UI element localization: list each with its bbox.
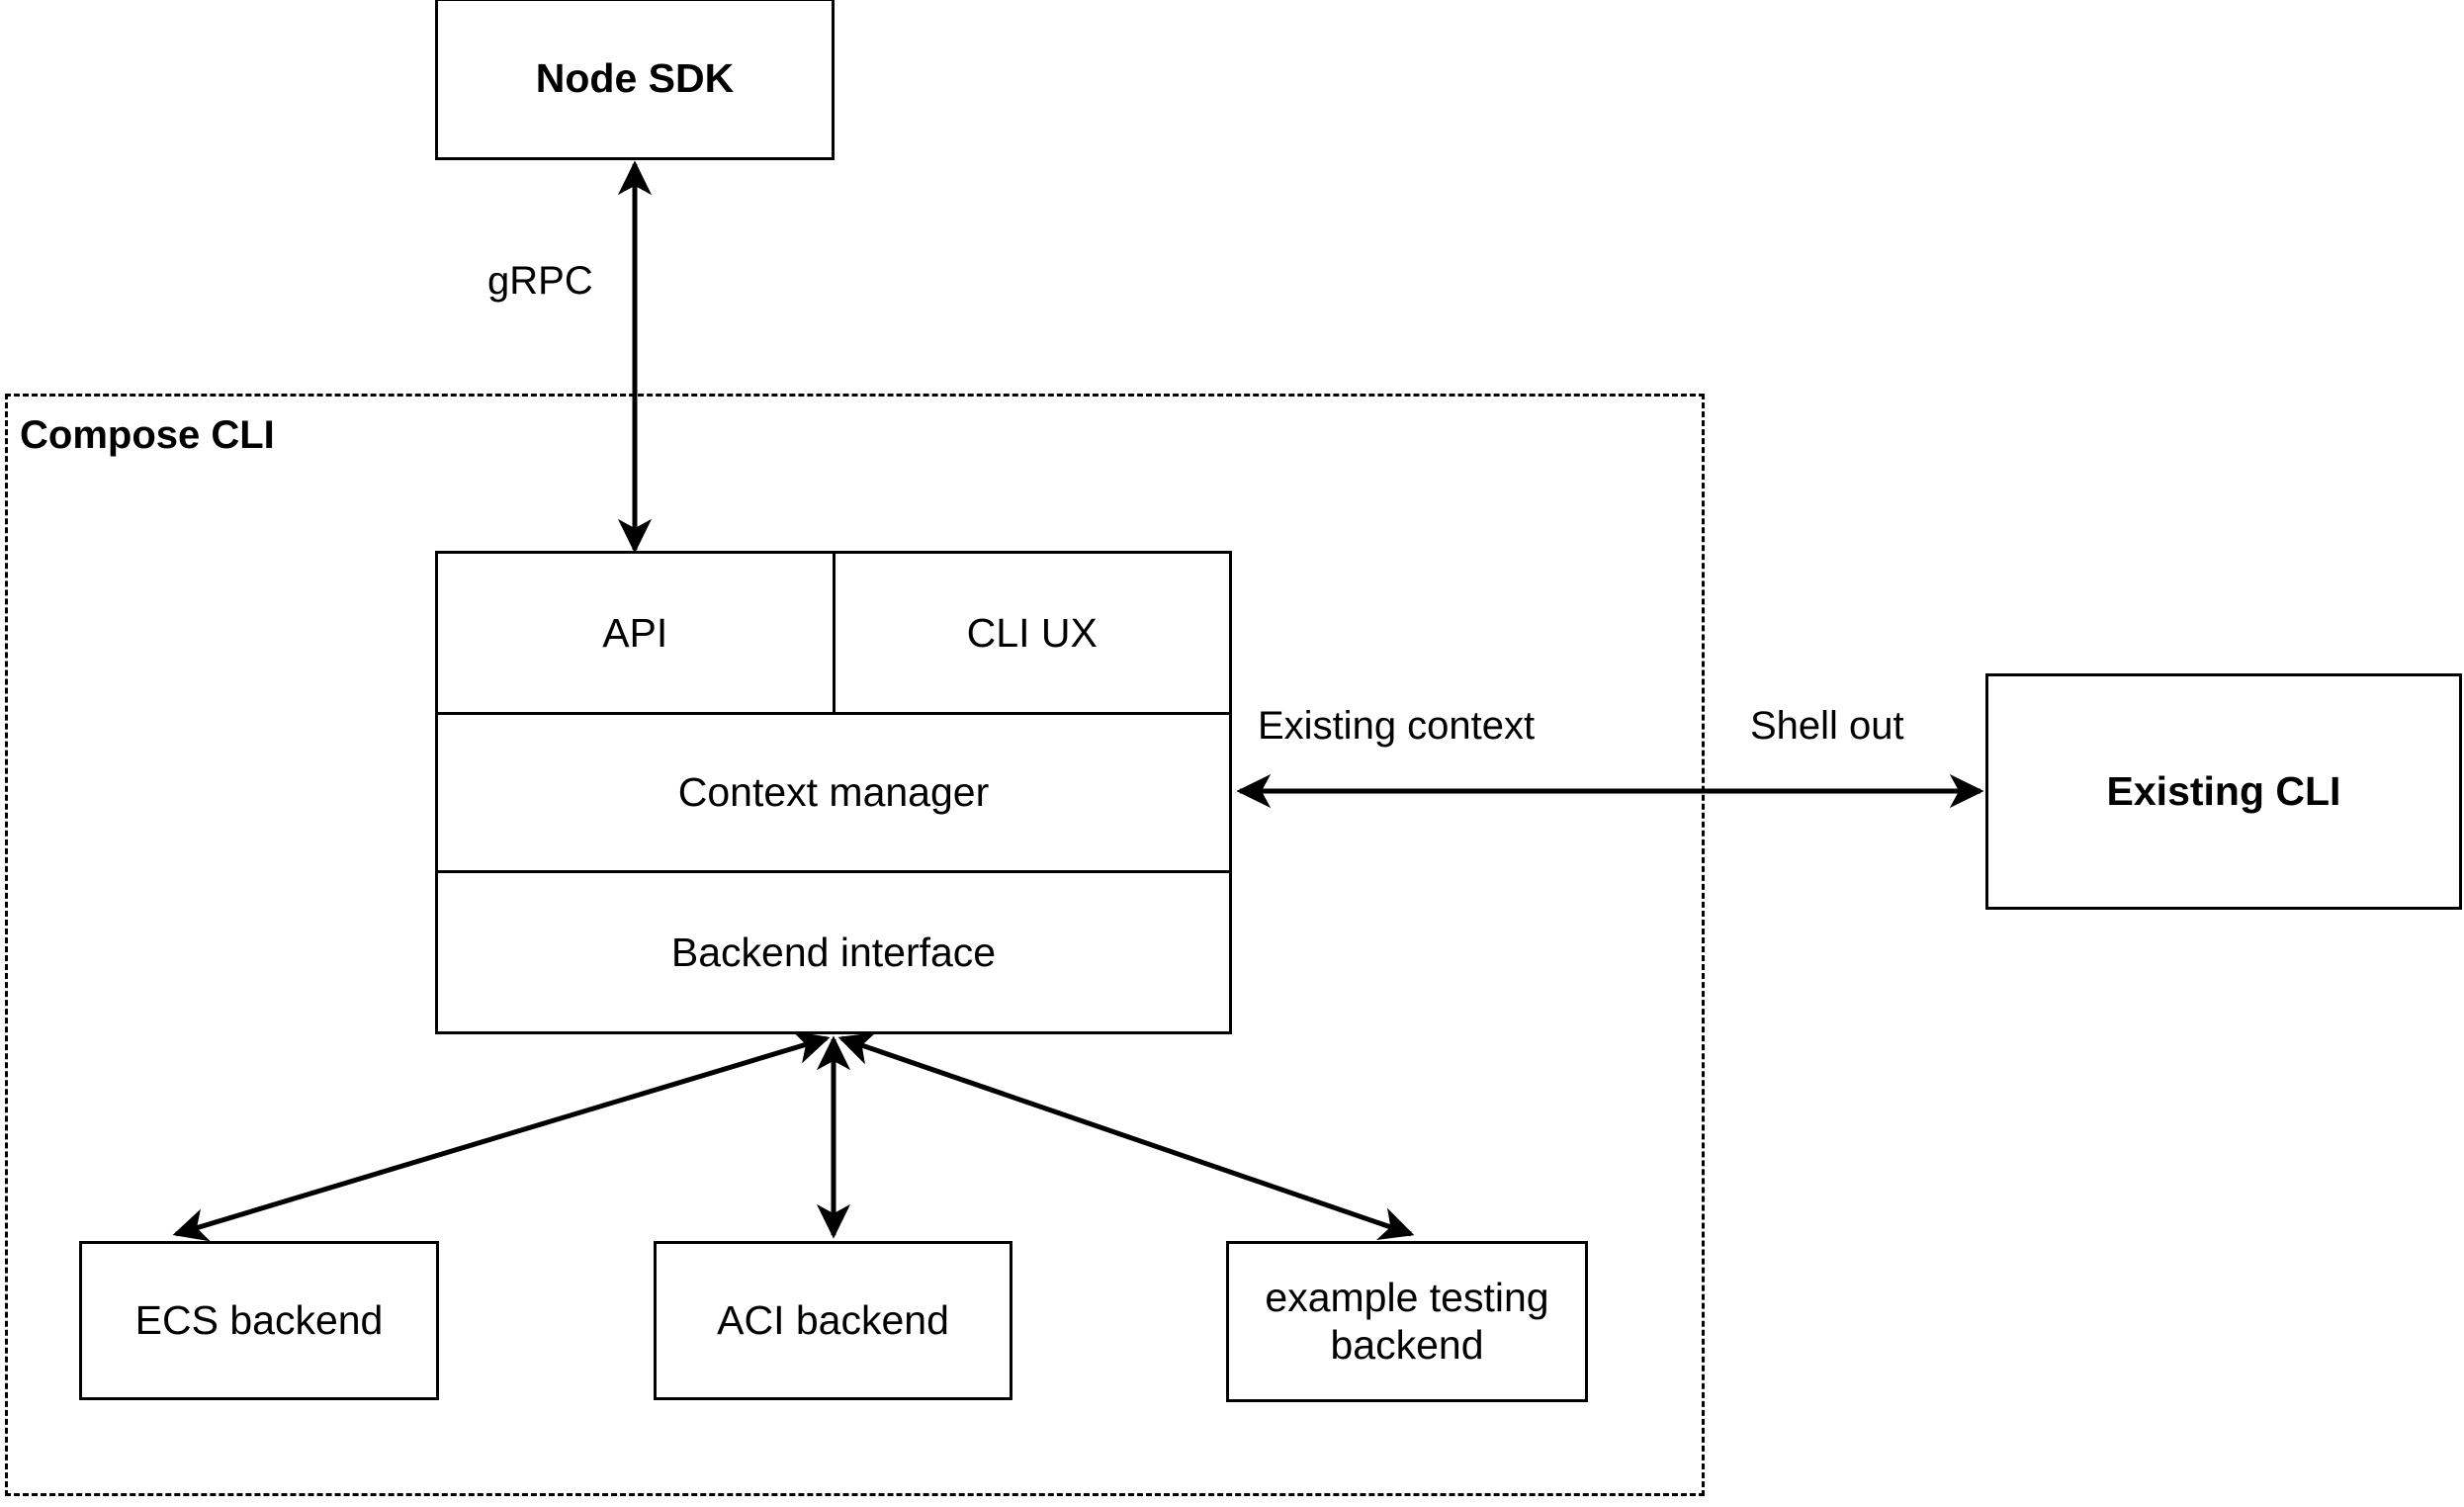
stack-cell-backend-interface[interactable]: Backend interface [438,873,1229,1031]
stack-cell-api-label: API [602,609,668,656]
node-example-testing-backend[interactable]: example testing backend [1226,1241,1588,1402]
edge-label-existing-context: Existing context [1258,704,1536,748]
group-compose-cli-title: Compose CLI [20,413,275,457]
group-compose-cli [5,394,1705,1496]
node-ecs-backend-label: ECS backend [134,1296,384,1343]
node-example-testing-backend-label: example testing backend [1265,1274,1549,1368]
stack-row-api-cliux: API CLI UX [438,554,1229,715]
node-aci-backend-label: ACI backend [717,1296,949,1343]
node-existing-cli-label: Existing CLI [2106,767,2341,814]
stack-row-backend-interface: Backend interface [438,873,1229,1031]
stack-cell-context-manager-label: Context manager [677,769,990,815]
node-node-sdk[interactable]: Node SDK [435,0,835,160]
edge-label-grpc: gRPC [487,259,593,303]
stack-cell-cli-ux-label: CLI UX [966,609,1098,656]
stack-cell-backend-interface-label: Backend interface [670,929,997,975]
node-existing-cli[interactable]: Existing CLI [1985,673,2462,910]
stack-cell-cli-ux[interactable]: CLI UX [836,554,1230,712]
node-aci-backend[interactable]: ACI backend [654,1241,1012,1400]
stack-cell-api[interactable]: API [438,554,836,712]
node-ecs-backend[interactable]: ECS backend [79,1241,439,1400]
node-node-sdk-label: Node SDK [535,55,735,102]
compose-cli-stack: API CLI UX Context manager Backend inter… [435,551,1232,1034]
edge-label-shell-out: Shell out [1750,704,1904,748]
stack-row-context-manager: Context manager [438,715,1229,873]
stack-cell-context-manager[interactable]: Context manager [438,715,1229,870]
